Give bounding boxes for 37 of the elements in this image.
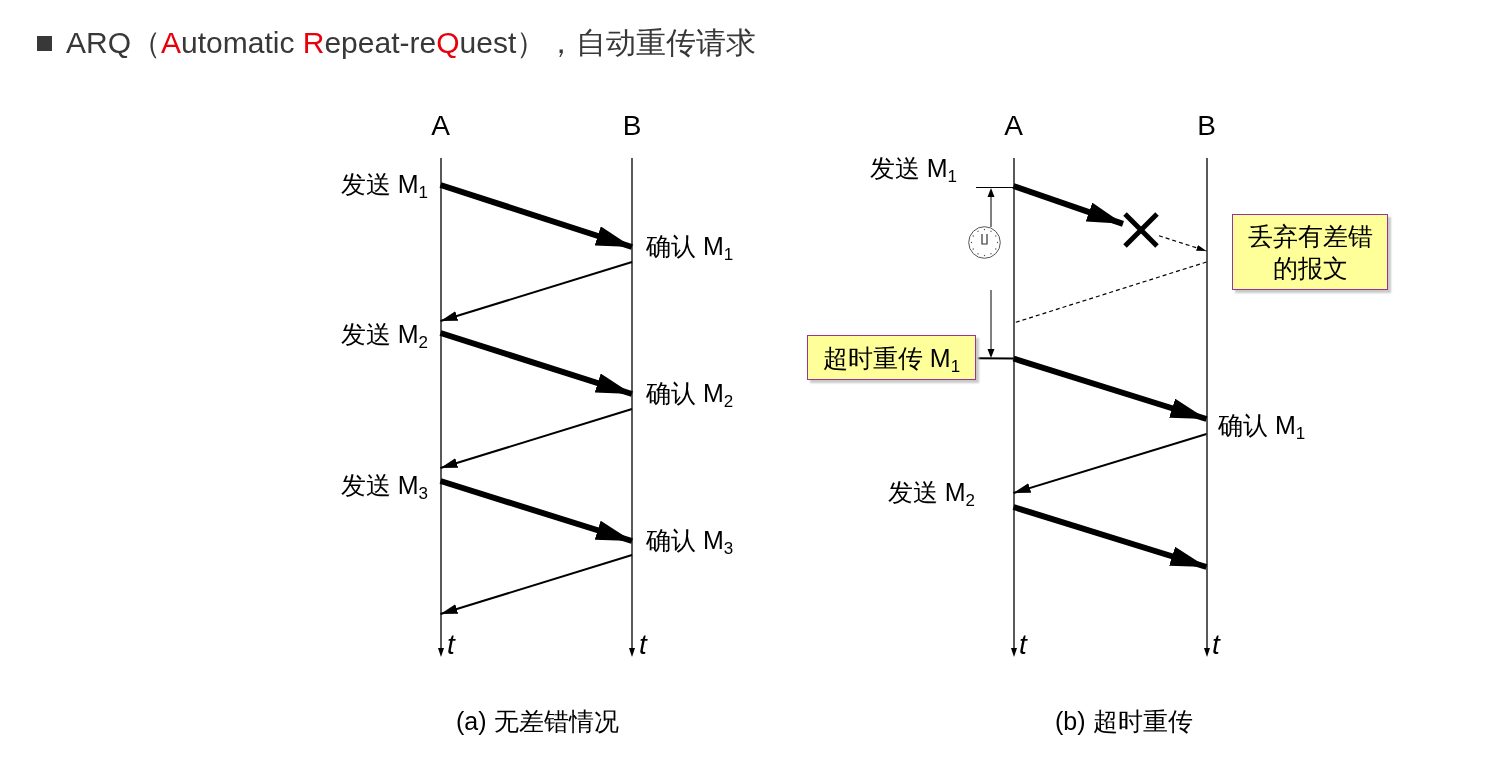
axis-label: t [1212,629,1220,661]
axis-label: t [639,629,647,661]
participant-label: B [622,110,642,142]
axis-label: t [1019,629,1027,661]
edge-label: 确认 M$_{2}$ [646,379,734,407]
dashed-arrow [1158,235,1208,252]
edge-label: 发送 M$_{2}$ [340,320,428,348]
edge-label: 发送 M$_{1}$ [869,154,957,182]
edge-label: 确认 M$_{1}$ [646,232,734,260]
arrow [1012,433,1208,494]
figure-caption: (b) 超时重传 [1055,707,1193,735]
figure-caption: (a) 无差错情况 [456,707,619,735]
edge-label: 发送 M$_{1}$ [340,170,428,198]
slide-title: ARQ（Automatic Repeat-reQuest），自动重传请求 [66,25,757,61]
axis-label: t [447,629,455,661]
edge-label: 发送 M$_{2}$ [887,478,975,506]
arrow [439,408,633,469]
participant-label: A [430,110,451,142]
edge-label: 发送 M$_{3}$ [340,471,428,499]
arrow [1012,355,1208,422]
arrow [439,554,633,615]
edge-label: 确认 M$_{3}$ [646,526,734,554]
leader-line [975,357,1015,360]
note-box [1232,214,1388,290]
cross-mark [1123,212,1159,248]
participant-label: A [1003,110,1024,142]
arrow [1012,183,1124,227]
edge-label: 确认 M$_{1}$ [1218,411,1306,439]
arrow [439,182,633,250]
arrow [439,478,633,544]
participant-label: B [1196,110,1217,142]
arrow [439,330,633,397]
note-box [807,335,976,380]
arrow [1012,504,1208,570]
arrow [439,261,633,322]
note-text: 超时重传 M$_{1}$ [822,342,961,374]
note-text: 丢弃有差错的报文 [1246,221,1374,284]
